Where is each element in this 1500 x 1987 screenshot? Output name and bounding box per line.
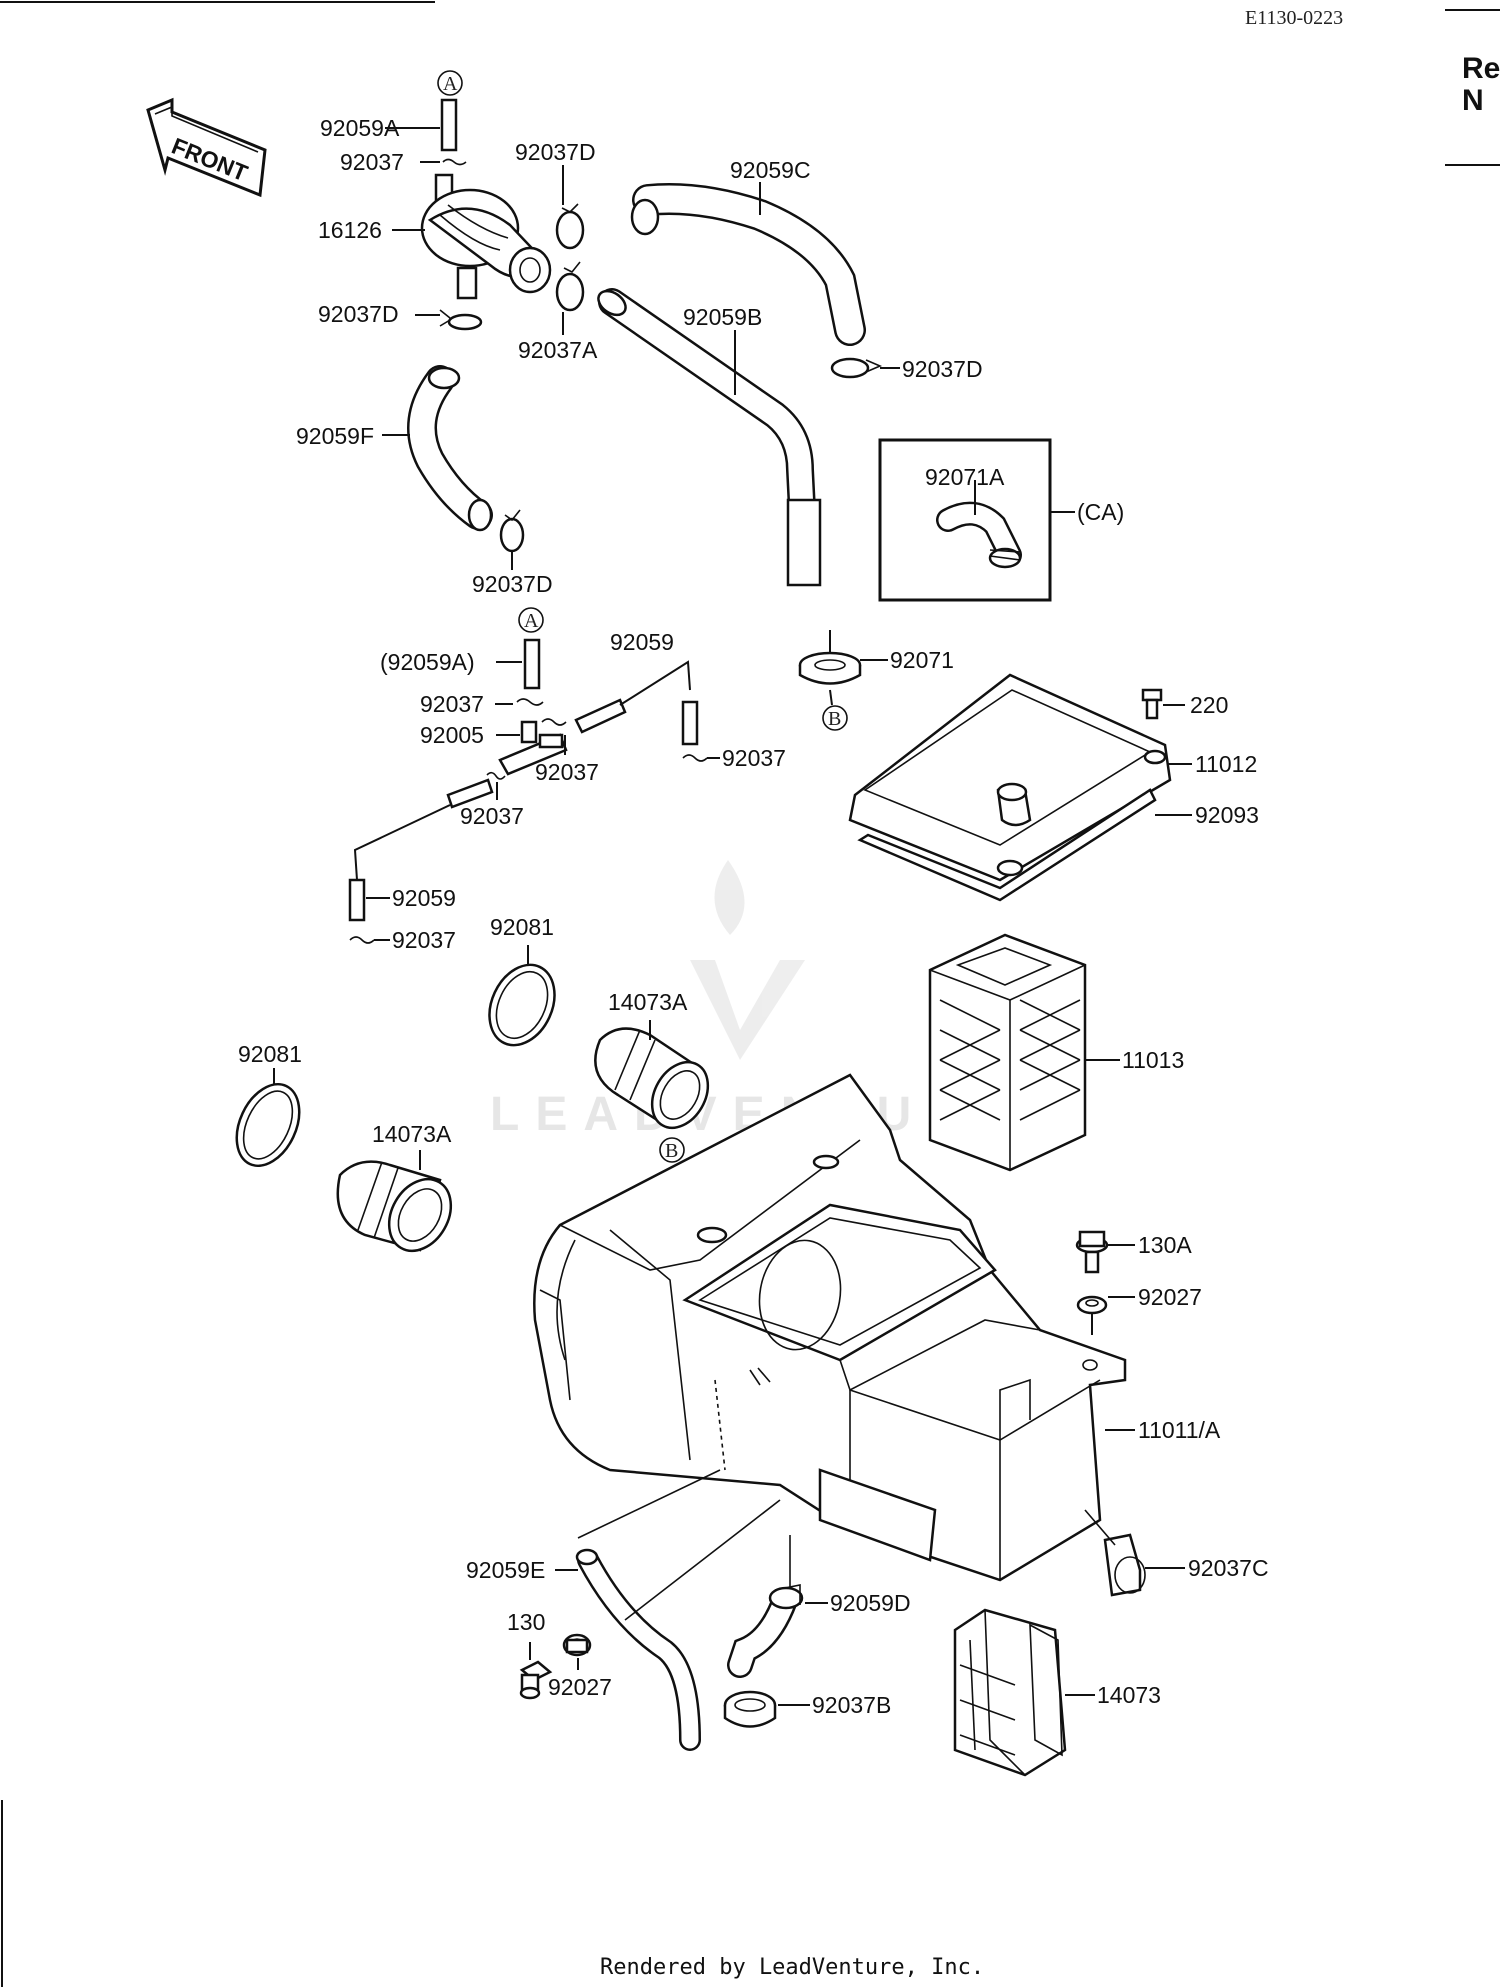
label-92037B: 92037B: [812, 1692, 891, 1718]
label-92059F: 92059F: [296, 423, 374, 449]
label-130: 130: [507, 1609, 545, 1635]
ref-circle-a-top: A: [437, 70, 463, 96]
label-92093: 92093: [1195, 802, 1259, 828]
front-arrow-icon: FRONT: [146, 97, 267, 198]
part-92037D-clamp-right: [830, 357, 883, 379]
part-14073-duct: [953, 1608, 1067, 1777]
label-92081-right: 92081: [490, 914, 554, 940]
label-92037D-low: 92037D: [472, 571, 553, 597]
label-92037-top: 92037: [340, 149, 404, 175]
part-11013-filter: [928, 933, 1087, 1172]
part-92059D-elbow: [727, 1584, 804, 1678]
label-16126: 16126: [318, 217, 382, 243]
part-92059F-hose: [407, 365, 493, 532]
label-92059A-paren: (92059A): [380, 649, 475, 675]
label-11011A: 11011/A: [1138, 1417, 1221, 1443]
part-92037D-clamp-left: [439, 309, 483, 331]
part-92037A-clamp: [555, 261, 585, 312]
ref-circle-a-mid: A: [518, 607, 544, 633]
part-11011A-airbox: [533, 1073, 1127, 1582]
label-14073A-right: 14073A: [608, 989, 688, 1015]
part-92059A-tube: [440, 98, 458, 152]
part-16126-valve: [420, 173, 552, 300]
part-92037-clip-a: [516, 698, 544, 706]
part-92059-tube-end: [681, 700, 699, 746]
label-92037D-left: 92037D: [318, 301, 399, 327]
part-92037-clip-b: [541, 718, 567, 726]
label-92027-left: 92027: [548, 1674, 612, 1700]
part-14073A-boot-left: [336, 1160, 453, 1253]
part-130A-bolt: [1075, 1230, 1109, 1274]
part-92037-clip-c: [682, 754, 708, 762]
label-92059E: 92059E: [466, 1557, 545, 1583]
svg-text:B: B: [665, 1140, 678, 1162]
part-92037-clip: [442, 158, 467, 166]
label-130A: 130A: [1138, 1232, 1192, 1258]
label-92071A: 92071A: [925, 464, 1005, 490]
part-92059-tube-bottom: [348, 878, 366, 922]
label-92059A: 92059A: [320, 115, 400, 141]
part-92037D-clamp-top: [555, 203, 585, 250]
variant-box-ca: 92071A: [878, 438, 1052, 602]
side-text-1: Re: [1462, 52, 1500, 85]
label-11013: 11013: [1122, 1047, 1184, 1073]
part-92027-washer-right: [1076, 1295, 1108, 1315]
part-14073A-boot-right: [594, 1027, 710, 1130]
part-92037D-clamp-low: [499, 509, 525, 553]
part-92081-ring-left: [235, 1083, 301, 1167]
part-92059E-hose: [575, 1548, 701, 1751]
part-130-bolt: [519, 1660, 553, 1700]
part-92037C-clamp: [1103, 1533, 1146, 1597]
label-14073: 14073: [1097, 1682, 1161, 1708]
label-220: 220: [1190, 692, 1228, 718]
part-92027-washer-left: [562, 1633, 592, 1657]
label-92059-low: 92059: [392, 885, 456, 911]
part-92059-tube-lower: [446, 778, 494, 809]
part-92059C-hose: [630, 183, 866, 346]
svg-text:A: A: [443, 73, 458, 95]
part-220-screw: [1141, 688, 1163, 720]
label-92081-left: 92081: [238, 1041, 302, 1067]
label-14073A-left: 14073A: [372, 1121, 452, 1147]
part-92037-clip-e: [349, 936, 375, 944]
part-92081-ring-right: [488, 963, 556, 1047]
part-92037-clip-d: [486, 771, 506, 780]
part-92059B-tube: [597, 288, 822, 587]
part-92093-gasket: [857, 788, 1157, 902]
side-text-2: N: [1462, 84, 1484, 117]
label-92071: 92071: [890, 647, 954, 673]
label-92037A: 92037A: [518, 337, 598, 363]
label-92059C: 92059C: [730, 157, 811, 183]
footer-credit: Rendered by LeadVenture, Inc.: [600, 1955, 984, 1980]
label-92059-mid: 92059: [610, 629, 674, 655]
part-92071-grommet: [798, 651, 862, 685]
part-92059A-tube-mid: [523, 638, 541, 690]
svg-text:B: B: [828, 708, 841, 730]
label-92037-d: 92037: [460, 803, 524, 829]
label-92037D-right: 92037D: [902, 356, 983, 382]
ref-circle-b-box: B: [659, 1137, 685, 1163]
ref-circle-b-bottom: B: [822, 705, 848, 731]
label-11012: 11012: [1195, 751, 1257, 777]
part-92059-tube-short: [574, 698, 627, 734]
label-CA: (CA): [1077, 499, 1124, 525]
svg-text:A: A: [524, 610, 539, 632]
label-92059B: 92059B: [683, 304, 762, 330]
label-92059D: 92059D: [830, 1590, 911, 1616]
label-92005: 92005: [420, 722, 484, 748]
label-92027-right: 92027: [1138, 1284, 1202, 1310]
label-92037-c: 92037: [722, 745, 786, 771]
watermark-logo: LEADVENTURE: [490, 860, 1010, 1141]
label-92037-a: 92037: [420, 691, 484, 717]
label-92037-b: 92037: [535, 759, 599, 785]
label-92037D-top: 92037D: [515, 139, 596, 165]
part-92037B-clamp: [723, 1690, 777, 1728]
diagram-code: E1130-0223: [1245, 7, 1343, 29]
label-92037C: 92037C: [1188, 1555, 1269, 1581]
label-92037-e: 92037: [392, 927, 456, 953]
